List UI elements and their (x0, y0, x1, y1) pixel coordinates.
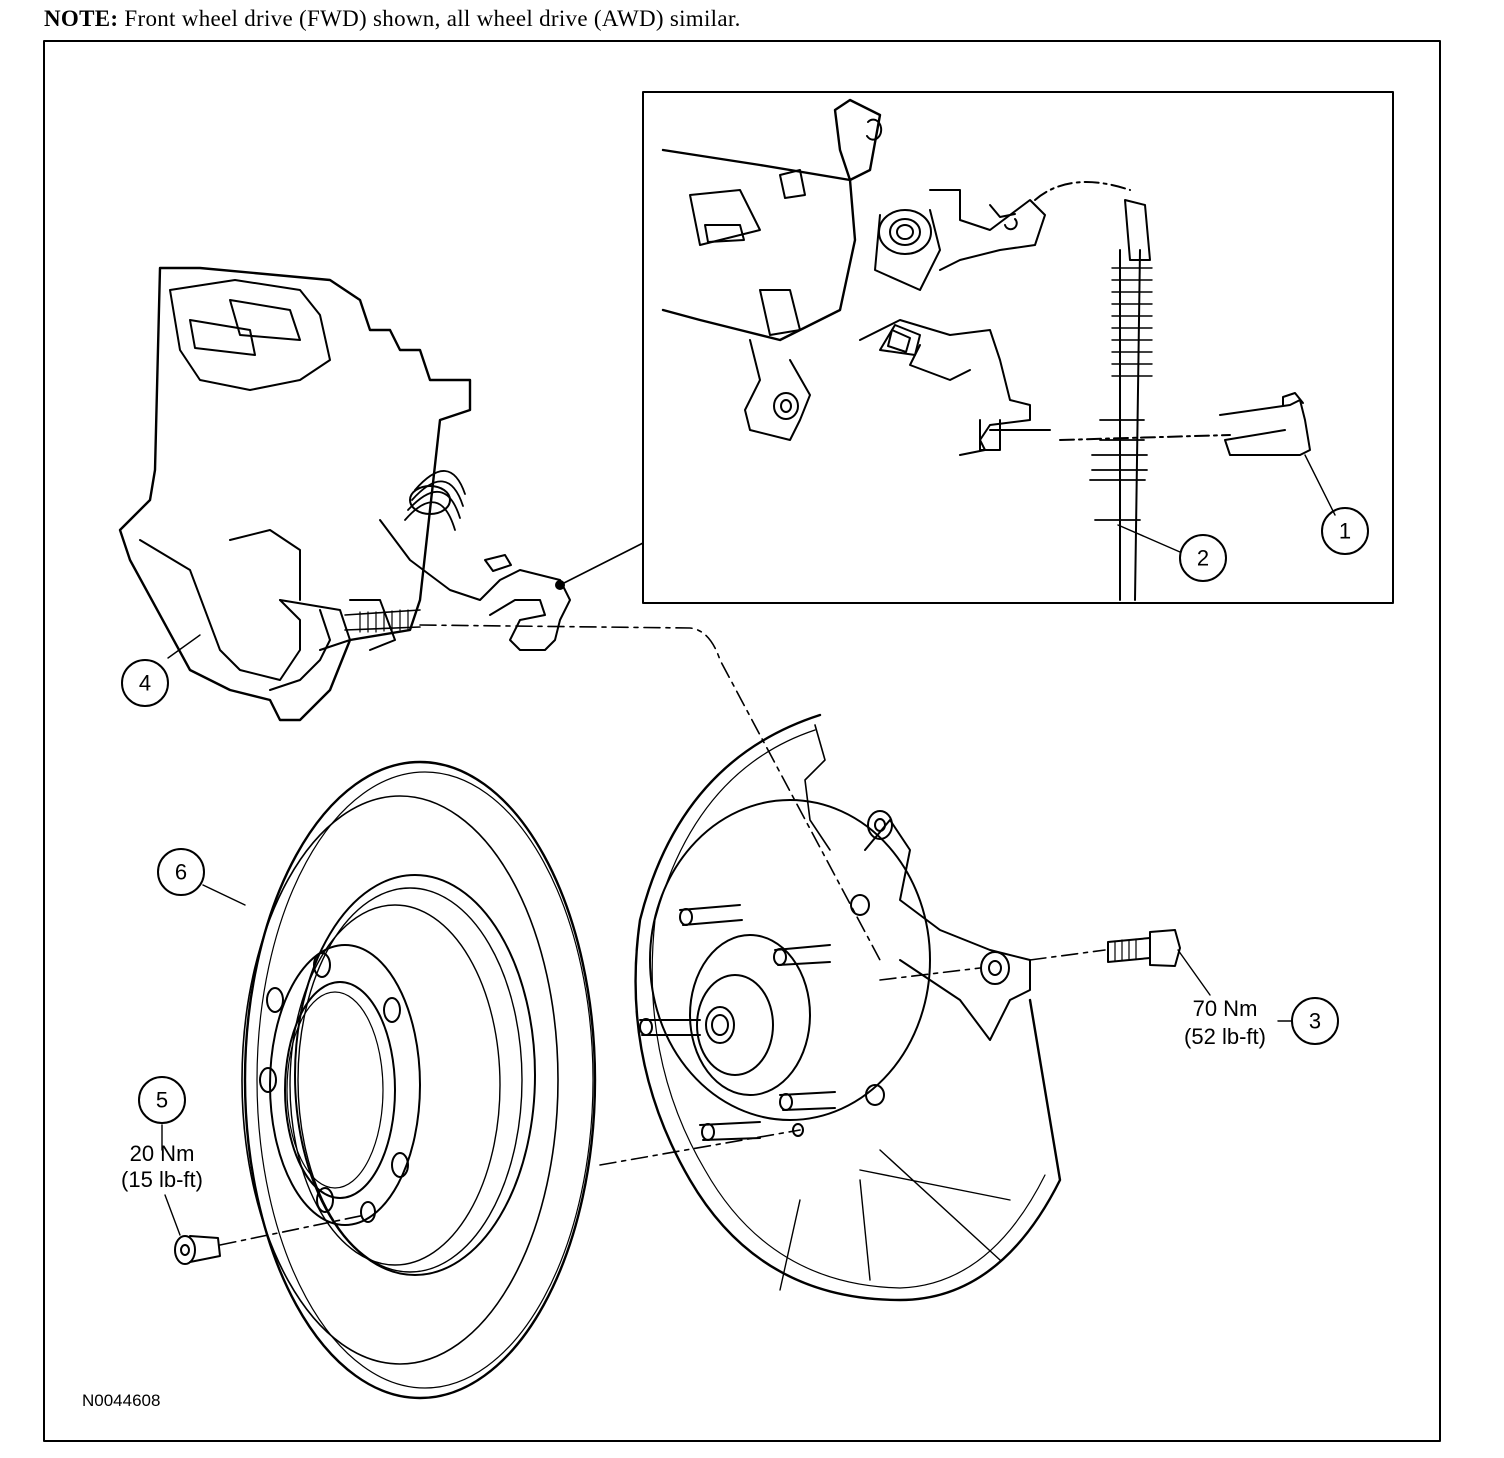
callout-1-number: 1 (1339, 519, 1351, 544)
knuckle-bolt (1107, 929, 1211, 996)
callout-2-number: 2 (1197, 546, 1209, 571)
diagram-frame (43, 40, 1441, 1442)
brake-caliper (118, 266, 881, 961)
rotor-screw (161, 1124, 801, 1265)
callout-3-torque-lbft: (52 lb-ft) (1184, 1024, 1266, 1049)
callout-6: 6 (157, 848, 205, 896)
callout-5: 5 20 Nm (15 lb-ft) (121, 1076, 203, 1192)
callout-5-torque-lbft: (15 lb-ft) (121, 1167, 203, 1192)
callout-2: 2 (1179, 534, 1227, 582)
callout-1: 1 (1321, 507, 1369, 555)
detail-inset (642, 91, 1394, 604)
note-body: Front wheel drive (FWD) shown, all wheel… (118, 6, 741, 31)
callout-5-number: 5 (156, 1088, 168, 1113)
callout-4: 4 (121, 659, 169, 707)
hub-knuckle-assembly (634, 713, 1106, 1302)
note-text: NOTE: Front wheel drive (FWD) shown, all… (44, 6, 741, 32)
callout-3-number: 3 (1309, 1009, 1321, 1034)
callout-3-torque-nm: 70 Nm (1193, 996, 1258, 1021)
figure-id: N0044608 (82, 1391, 160, 1410)
callout-6-number: 6 (175, 860, 187, 885)
callout-3: 3 70 Nm (52 lb-ft) (1184, 996, 1339, 1049)
callout-5-torque-nm: 20 Nm (130, 1141, 195, 1166)
note-prefix: NOTE: (44, 6, 119, 31)
brake-rotor (202, 760, 597, 1400)
callout-4-number: 4 (139, 671, 151, 696)
